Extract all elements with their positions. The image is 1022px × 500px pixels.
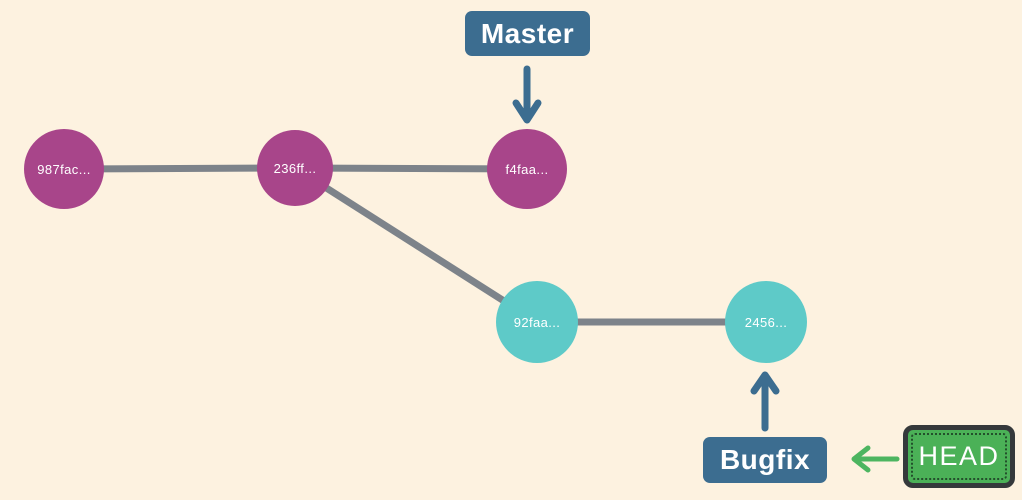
commit-id-label: 987fac... bbox=[37, 161, 91, 177]
bugfix-arrow bbox=[750, 371, 780, 432]
master-branch-label-text: Master bbox=[480, 17, 575, 49]
head-badge-text: HEAD bbox=[918, 441, 1000, 471]
edge-236ff-92faa bbox=[293, 165, 539, 325]
bugfix-branch-label: Bugfix bbox=[703, 437, 827, 483]
head-arrow bbox=[851, 445, 900, 473]
commit-f4faa: f4faa... bbox=[487, 129, 567, 209]
commit-id-label: 2456... bbox=[744, 314, 788, 330]
head-badge-inner: HEAD bbox=[911, 433, 1007, 480]
commit-id-label: f4faa... bbox=[505, 161, 549, 177]
commit-id-label: 236ff... bbox=[273, 160, 317, 176]
bugfix-branch-label-text: Bugfix bbox=[719, 444, 811, 475]
head-badge: HEAD bbox=[903, 425, 1015, 488]
commit-2456: 2456... bbox=[725, 281, 807, 363]
commit-92faa: 92faa... bbox=[496, 281, 578, 363]
master-branch-label: Master bbox=[465, 11, 590, 56]
commit-id-label: 92faa... bbox=[513, 314, 561, 330]
commit-987fac: 987fac... bbox=[24, 129, 104, 209]
master-arrow bbox=[512, 65, 542, 124]
commit-236ff: 236ff... bbox=[257, 130, 333, 206]
